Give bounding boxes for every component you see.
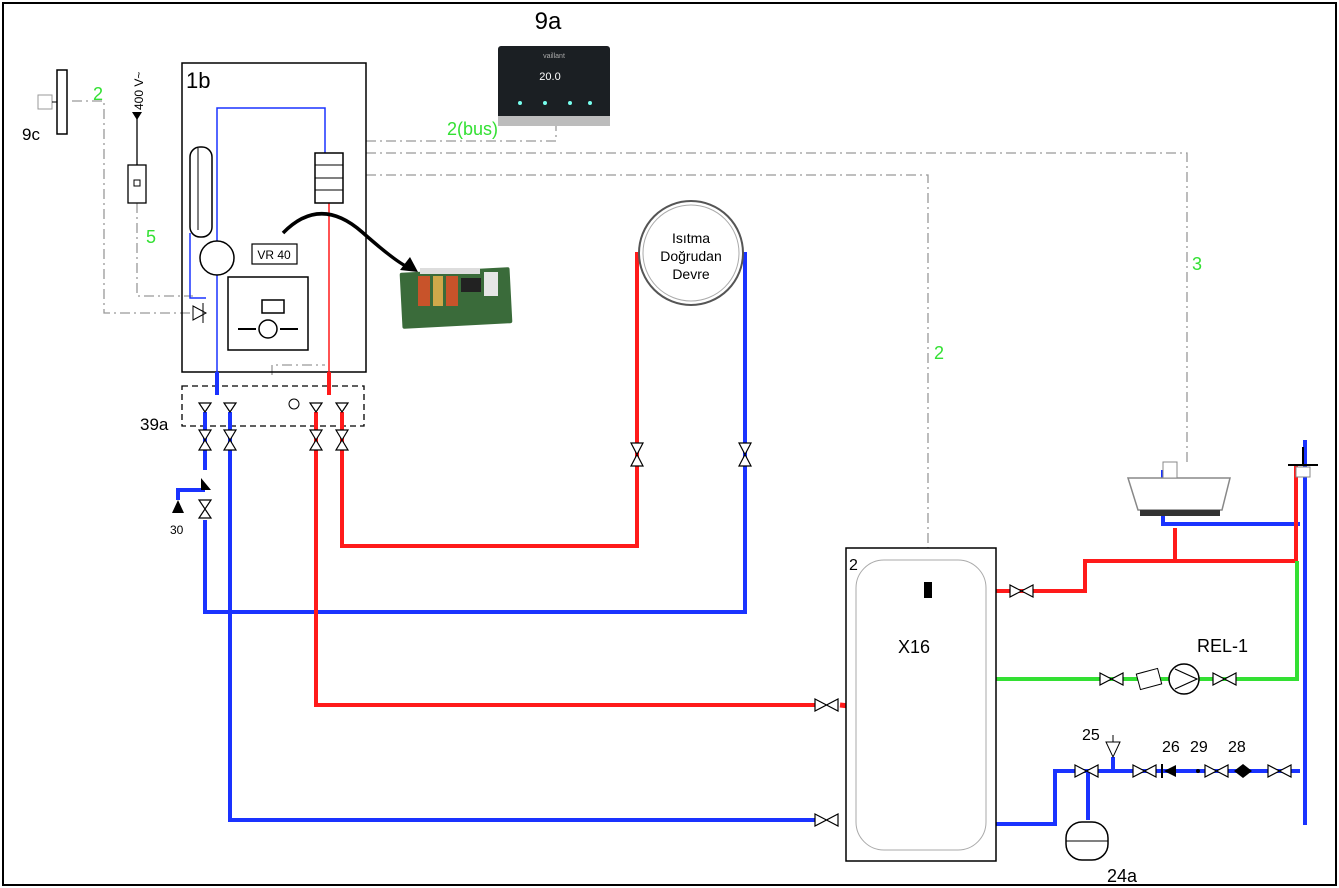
- direct-circuit-return: [203, 252, 747, 614]
- fitting-group-label: 39a: [140, 415, 169, 434]
- valve: [334, 429, 350, 451]
- internal-expansion-vessel: [189, 146, 213, 238]
- valve-top: [197, 402, 213, 414]
- pump-arrow: [1174, 668, 1199, 690]
- valve: [1074, 764, 1099, 778]
- safety-valve-25: [1105, 735, 1121, 759]
- valve: [630, 442, 644, 467]
- storage-tank: [845, 547, 997, 862]
- tank-label: 2: [849, 557, 858, 574]
- wire-number-tank: 2: [934, 343, 944, 363]
- wire-number-power: 5: [146, 227, 156, 247]
- pump-check-valve: [1135, 667, 1163, 691]
- vr40-label: VR 40: [257, 248, 291, 262]
- internal-safety-valve: [192, 303, 208, 323]
- valve: [814, 813, 839, 827]
- valve: [1212, 672, 1237, 686]
- wire-number-bus: 2(bus): [447, 119, 498, 139]
- tank-sensor-wire: [366, 174, 929, 580]
- outdoor-sensor-9c: [37, 69, 68, 135]
- internal-pump: [199, 240, 235, 276]
- pump-label: REL-1: [1197, 636, 1248, 656]
- expansion-label: 24a: [1107, 866, 1138, 886]
- pump-wire: [366, 152, 1188, 462]
- power-wire: [136, 203, 193, 297]
- heating-circuit: [638, 200, 744, 306]
- valve: [222, 429, 238, 451]
- controller-temp: 20.0: [539, 71, 560, 83]
- valve-top: [334, 402, 350, 414]
- tank-sensor: [924, 582, 932, 598]
- cold-water-inlet: [965, 769, 1300, 826]
- strainer-label: 29: [1190, 739, 1208, 756]
- circulation-pump: [1168, 663, 1200, 695]
- valve: [1132, 764, 1157, 778]
- wire-number-sensor: 2: [93, 84, 103, 104]
- sink-mixer: [1126, 461, 1231, 516]
- cold-pipes: [176, 252, 1307, 826]
- valve: [197, 499, 213, 519]
- vr40-box: [251, 243, 298, 265]
- valve-top: [222, 402, 238, 414]
- check-valve-26: [1164, 765, 1176, 777]
- valve: [814, 698, 839, 712]
- valve: [1204, 764, 1229, 778]
- valve: [197, 429, 213, 451]
- module-arrow: [281, 212, 413, 270]
- check-valve-label: 26: [1162, 739, 1180, 756]
- circuit-line1: Isıtma: [672, 230, 710, 246]
- tank-sensor-label: X16: [898, 637, 930, 657]
- return-to-coil: [228, 440, 815, 822]
- power-label: 400 V~: [132, 72, 146, 110]
- module-arrowhead: [400, 257, 418, 272]
- circuit-line2: Doğrudan: [660, 248, 722, 264]
- reducer-28: [1234, 764, 1252, 778]
- outlet-fitting: [1288, 447, 1318, 478]
- vr40-board: [399, 267, 513, 329]
- boiler-label: 1b: [186, 68, 210, 93]
- fitting-group-39a: [181, 385, 365, 427]
- controller-brand: vaillant: [543, 53, 565, 60]
- controller-9a: vaillant 20.0: [498, 46, 610, 126]
- fill-valve-pipe: [176, 488, 205, 500]
- sensor-label: 9c: [22, 125, 40, 144]
- mix-wire: [271, 364, 325, 375]
- recirculation-pipe: [970, 561, 1299, 681]
- check-valve-boiler: [201, 478, 211, 490]
- boiler-1b: [181, 62, 367, 373]
- heating-circuit-inner: [642, 204, 740, 302]
- fill-valve-30: [172, 500, 184, 513]
- flow-to-coil: [314, 440, 815, 707]
- safety-valve-label: 25: [1082, 727, 1100, 744]
- fill-valve-label: 30: [170, 523, 184, 537]
- valve: [1009, 584, 1034, 598]
- valve-top: [308, 402, 324, 414]
- hot-water-outlet: [965, 465, 1298, 593]
- wire-number-pump: 3: [1192, 254, 1202, 274]
- valve: [308, 429, 324, 451]
- motor-valve: [288, 398, 300, 410]
- direct-circuit-flow: [340, 252, 639, 548]
- circuit-line3: Devre: [672, 266, 710, 282]
- boiler-internal-bypass: [189, 233, 206, 299]
- power-switch: [127, 112, 147, 204]
- controller-label: 9a: [535, 8, 562, 35]
- bus-wire: [366, 124, 557, 142]
- sensor-wire: [72, 100, 193, 314]
- strainer-29: [1196, 769, 1200, 773]
- heat-exchanger: [314, 152, 344, 204]
- valve: [1267, 764, 1292, 778]
- reducer-label: 28: [1228, 739, 1246, 756]
- pipe-valves: [197, 402, 1292, 827]
- valve: [1099, 672, 1124, 686]
- boiler-display: [227, 276, 309, 351]
- valve: [738, 442, 752, 467]
